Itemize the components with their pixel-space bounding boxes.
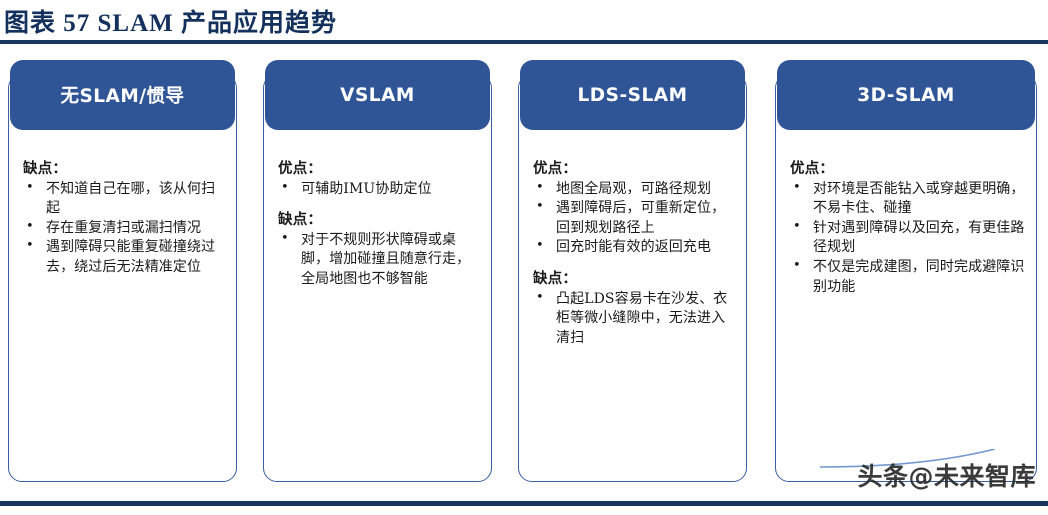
card-body: 优点： 地图全局观，可路径规划 遇到障碍后，可重新定位，回到规划路径上 回充时能… [518,74,747,482]
card-header: 3D-SLAM [777,60,1035,130]
card-section: 缺点： 不知道自己在哪，该从何扫起 存在重复清扫或漏扫情况 遇到障碍只能重复碰撞… [23,159,226,278]
bullet-list: 地图全局观，可路径规划 遇到障碍后，可重新定位，回到规划路径上 回充时能有效的返… [533,179,736,258]
card-header: LDS-SLAM [520,60,745,130]
slam-card-3d-slam[interactable]: 优点： 对环境是否能钻入或穿越更明确，不易卡住、碰撞 针对遇到障碍以及回充，有更… [775,60,1037,483]
page-title: 图表 57 SLAM 产品应用趋势 [4,10,337,37]
slam-card-vslam[interactable]: 优点： 可辅助IMU协助定位 缺点： 对于不规则形状障碍或桌脚，增加碰撞且随意行… [263,60,492,483]
bullet-list: 可辅助IMU协助定位 [278,179,481,200]
section-title: 缺点： [533,269,578,287]
list-item: 不知道自己在哪，该从何扫起 [23,179,226,219]
list-item: 遇到障碍后，可重新定位，回到规划路径上 [533,198,736,238]
card-header-label: LDS-SLAM [577,84,688,106]
list-item: 凸起LDS容易卡在沙发、衣柜等微小缝隙中，无法进入清扫 [533,289,736,349]
list-item: 地图全局观，可路径规划 [533,179,736,200]
list-item: 可辅助IMU协助定位 [278,179,481,200]
card-content: 优点： 地图全局观，可路径规划 遇到障碍后，可重新定位，回到规划路径上 回充时能… [519,159,746,489]
card-content: 优点： 对环境是否能钻入或穿越更明确，不易卡住、碰撞 针对遇到障碍以及回充，有更… [776,159,1036,489]
bullet-list: 对于不规则形状障碍或桌脚，增加碰撞且随意行走，全局地图也不够智能 [278,230,481,290]
card-header-label: 3D-SLAM [857,84,955,106]
bullet-list: 不知道自己在哪，该从何扫起 存在重复清扫或漏扫情况 遇到障碍只能重复碰撞绕过去，… [23,179,226,278]
footer-note [6,507,706,515]
bullet-list: 凸起LDS容易卡在沙发、衣柜等微小缝隙中，无法进入清扫 [533,289,736,349]
section-title: 优点： [278,160,323,177]
section-title: 优点： [790,160,835,177]
list-item: 回充时能有效的返回充电 [533,237,736,258]
card-content: 优点： 可辅助IMU协助定位 缺点： 对于不规则形状障碍或桌脚，增加碰撞且随意行… [264,159,491,489]
card-section: 优点： 地图全局观，可路径规划 遇到障碍后，可重新定位，回到规划路径上 回充时能… [533,159,736,258]
slam-card-no-slam[interactable]: 缺点： 不知道自己在哪，该从何扫起 存在重复清扫或漏扫情况 遇到障碍只能重复碰撞… [8,60,237,483]
section-title: 缺点： [23,160,68,177]
card-section: 缺点： 凸起LDS容易卡在沙发、衣柜等微小缝隙中，无法进入清扫 [533,269,736,348]
slam-card-row: 缺点： 不知道自己在哪，该从何扫起 存在重复清扫或漏扫情况 遇到障碍只能重复碰撞… [0,60,1048,485]
card-body: 优点： 可辅助IMU协助定位 缺点： 对于不规则形状障碍或桌脚，增加碰撞且随意行… [263,74,492,482]
slam-card-lds-slam[interactable]: 优点： 地图全局观，可路径规划 遇到障碍后，可重新定位，回到规划路径上 回充时能… [518,60,747,483]
figure-title-block: 图表 57 SLAM 产品应用趋势 [0,0,1048,46]
watermark: 头条@未来智库 [857,462,1036,491]
card-section: 缺点： 对于不规则形状障碍或桌脚，增加碰撞且随意行走，全局地图也不够智能 [278,210,481,289]
card-body: 优点： 对环境是否能钻入或穿越更明确，不易卡住、碰撞 针对遇到障碍以及回充，有更… [775,74,1037,482]
card-header-label: 无SLAM/惯导 [60,86,185,107]
card-header: 无SLAM/惯导 [10,60,235,130]
list-item: 对于不规则形状障碍或桌脚，增加碰撞且随意行走，全局地图也不够智能 [278,230,481,290]
card-section: 优点： 对环境是否能钻入或穿越更明确，不易卡住、碰撞 针对遇到障碍以及回充，有更… [790,159,1026,297]
section-title: 优点： [533,160,578,177]
card-content: 缺点： 不知道自己在哪，该从何扫起 存在重复清扫或漏扫情况 遇到障碍只能重复碰撞… [9,159,236,489]
footer-divider [0,501,1048,506]
bullet-list: 对环境是否能钻入或穿越更明确，不易卡住、碰撞 针对遇到障碍以及回充，有更佳路径规… [790,179,1026,298]
card-body: 缺点： 不知道自己在哪，该从何扫起 存在重复清扫或漏扫情况 遇到障碍只能重复碰撞… [8,74,237,482]
section-title: 缺点： [278,211,323,229]
card-header-label: VSLAM [340,84,415,106]
list-item: 存在重复清扫或漏扫情况 [23,218,226,239]
card-header: VSLAM [265,60,490,130]
list-item: 对环境是否能钻入或穿越更明确，不易卡住、碰撞 [790,179,1026,219]
list-item: 针对遇到障碍以及回充，有更佳路径规划 [790,218,1026,258]
card-section: 优点： 可辅助IMU协助定位 [278,159,481,199]
title-divider [0,40,1048,44]
list-item: 遇到障碍只能重复碰撞绕过去，绕过后无法精准定位 [23,237,226,277]
list-item: 不仅是完成建图，同时完成避障识别功能 [790,257,1026,297]
